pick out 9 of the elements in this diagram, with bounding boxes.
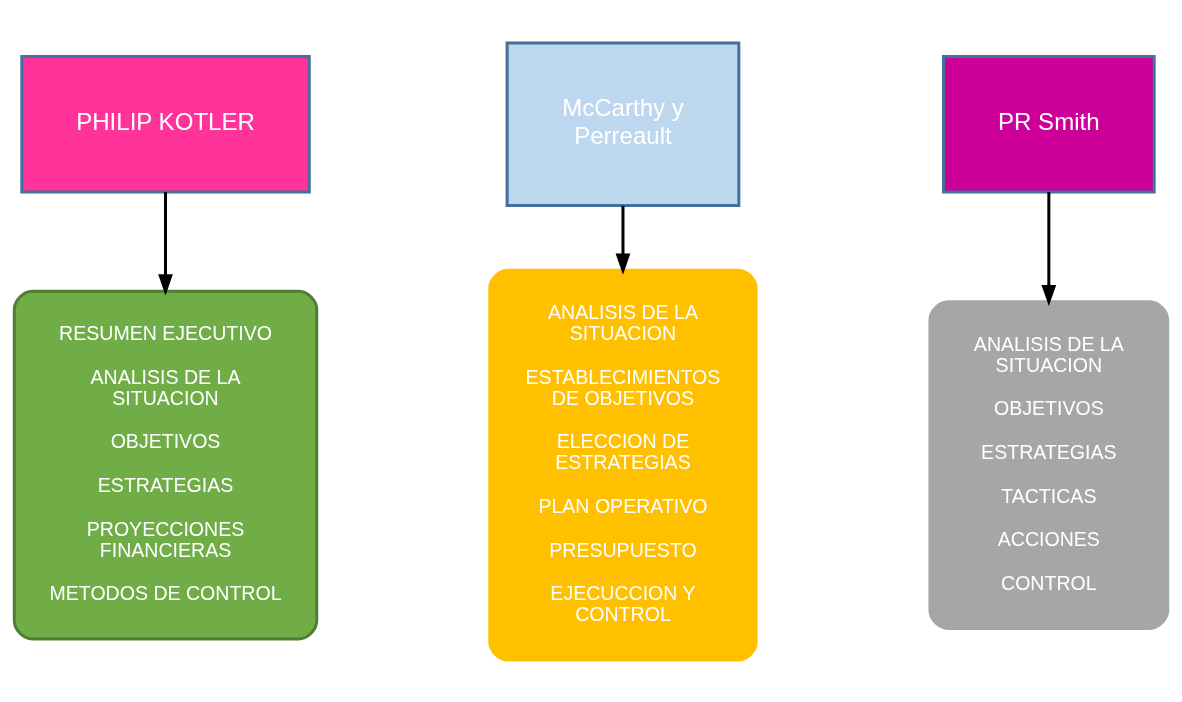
node-box: PR Smith: [942, 54, 1156, 193]
arrow: [1041, 191, 1057, 306]
arrow: [615, 205, 631, 275]
node-box: ANALISIS DE LA SITUACION OBJETIVOS ESTRATEGIAS TACTICAS ACCIONES CONTROL: [928, 299, 1170, 630]
arrow: [158, 191, 173, 295]
node-box: RESUMEN EJECUTIVO ANALISIS DE LA SITUACION OBJETIVOS ESTRATEGIAS PROYECCIONES FINANCIERAS METODOS DE CONTROL: [12, 289, 319, 640]
node-box: ANALISIS DE LA SITUACION ESTABLECIMIENTOS DE OBJETIVOS ELECCION DE ESTRATEGIAS PLAN OPERATIVO PRESUPUESTO EJECUCCION Y CONTROL: [488, 268, 758, 661]
node-box: McCarthy y Perreault: [505, 41, 741, 207]
node-box: PHILIP KOTLER: [20, 54, 311, 193]
